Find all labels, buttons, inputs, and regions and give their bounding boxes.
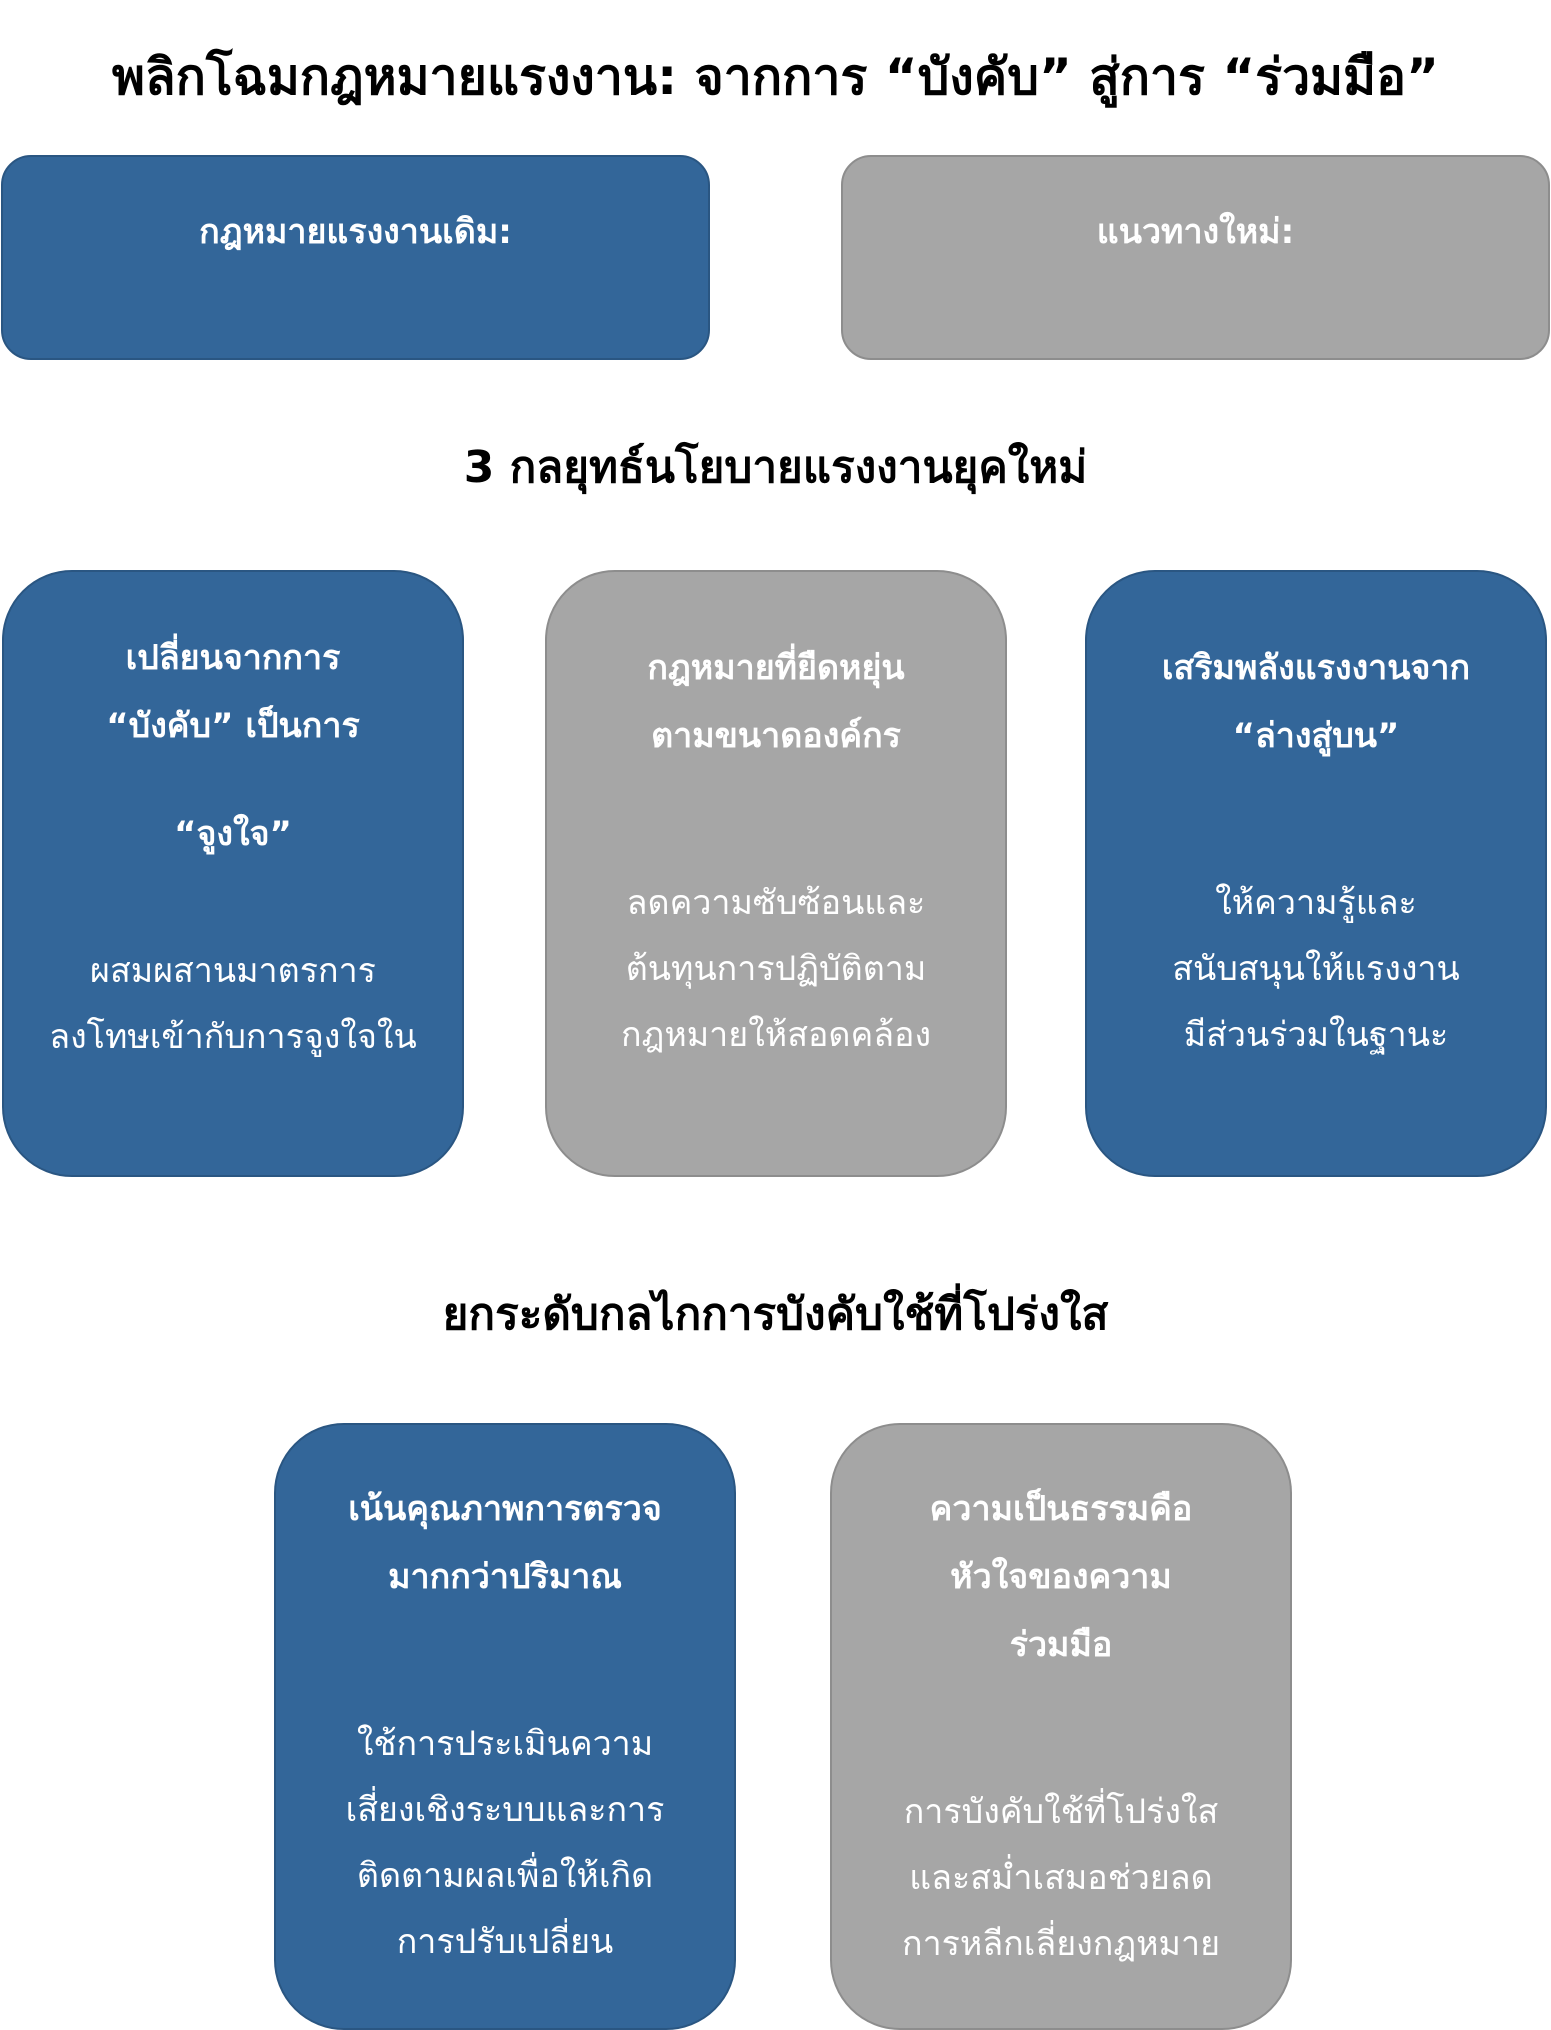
- card-title: เปลี่ยนจากการ “บังคับ” เป็นการ “จูงใจ”: [106, 624, 359, 868]
- card-body: การบังคับใช้ที่โปร่งใส และสม่ำเสมอช่วยลด…: [902, 1779, 1220, 1977]
- old-law-box: กฎหมายแรงงานเดิม:: [1, 155, 710, 360]
- enforcement-heading: ยกระดับกลไกการบังคับใช้ที่โปร่งใส: [442, 1289, 1109, 1340]
- strategy-card-bottom-up: เสริมพลังแรงงานจาก “ล่างสู่บน” ให้ความรู…: [1085, 570, 1547, 1177]
- card-title: เน้นคุณภาพการตรวจ มากกว่าปริมาณ: [348, 1475, 662, 1611]
- card-body-line: ผสมผสานมาตรการ: [90, 951, 376, 991]
- card-body: ให้ความรู้และ สนับสนุนให้แรงงาน มีส่วนร่…: [1172, 870, 1460, 1068]
- card-body-line: ลดความซับซ้อนและ: [626, 883, 926, 923]
- card-body: ผสมผสานมาตรการ ลงโทษเข้ากับการจูงใจใน: [49, 938, 416, 1070]
- card-body-line: และสม่ำเสมอช่วยลด: [909, 1858, 1213, 1898]
- page-title: พลิกโฉมกฎหมายแรงงาน: จากการ “บังคับ” สู่…: [112, 48, 1439, 106]
- card-title-line: เน้นคุณภาพการตรวจ: [348, 1489, 662, 1529]
- strategy-card-flexible-law: กฎหมายที่ยืดหยุ่น ตามขนาดองค์กร ลดความซั…: [545, 570, 1007, 1177]
- card-title-line: “จูงใจ”: [174, 814, 292, 854]
- new-approach-label: แนวทางใหม่:: [1096, 212, 1295, 252]
- card-body-line: ต้นทุนการปฏิบัติตาม: [625, 949, 927, 989]
- card-body-line: ลงโทษเข้ากับการจูงใจใน: [49, 1017, 417, 1057]
- card-title-line: “บังคับ” เป็นการ: [106, 706, 360, 746]
- card-title: กฎหมายที่ยืดหยุ่น ตามขนาดองค์กร: [647, 634, 904, 770]
- old-law-label: กฎหมายแรงงานเดิม:: [199, 212, 512, 252]
- strategy-card-incentive: เปลี่ยนจากการ “บังคับ” เป็นการ “จูงใจ” ผ…: [2, 570, 464, 1177]
- card-title-line: “ล่างสู่บน”: [1232, 716, 1400, 756]
- card-title-line: หัวใจของความ: [950, 1557, 1172, 1597]
- card-body-line: การหลีกเลี่ยงกฎหมาย: [901, 1924, 1220, 1964]
- card-title-line: มากกว่าปริมาณ: [388, 1557, 622, 1597]
- card-body-line: สนับสนุนให้แรงงาน: [1172, 949, 1460, 989]
- card-body-line: การบังคับใช้ที่โปร่งใส: [903, 1792, 1219, 1832]
- card-title-line: ตามขนาดองค์กร: [651, 716, 901, 756]
- card-body: ใช้การประเมินความ เสี่ยงเชิงระบบและการ ต…: [346, 1711, 665, 1975]
- card-body: ลดความซับซ้อนและ ต้นทุนการปฏิบัติตาม กฎห…: [621, 870, 931, 1068]
- card-title-line: ความเป็นธรรมคือ: [929, 1489, 1193, 1529]
- card-title: เสริมพลังแรงงานจาก “ล่างสู่บน”: [1162, 634, 1470, 770]
- card-body-line: มีส่วนร่วมในฐานะ: [1183, 1015, 1449, 1055]
- card-title: ความเป็นธรรมคือ หัวใจของความ ร่วมมือ: [930, 1475, 1193, 1679]
- card-body-line: การปรับเปลี่ยน: [396, 1922, 614, 1962]
- strategies-heading: 3 กลยุทธ์นโยบายแรงงานยุคใหม่: [463, 442, 1088, 493]
- new-approach-box: แนวทางใหม่:: [841, 155, 1550, 360]
- card-body-line: ให้ความรู้และ: [1215, 883, 1417, 923]
- enforcement-card-fairness: ความเป็นธรรมคือ หัวใจของความ ร่วมมือ การ…: [830, 1423, 1292, 2030]
- card-title-line: ร่วมมือ: [1009, 1625, 1113, 1665]
- card-body-line: เสี่ยงเชิงระบบและการ: [345, 1790, 665, 1830]
- card-title-line: เสริมพลังแรงงานจาก: [1161, 648, 1471, 688]
- card-title-line: เปลี่ยนจากการ: [125, 638, 341, 678]
- card-body-line: กฎหมายให้สอดคล้อง: [620, 1015, 932, 1055]
- card-title-line: กฎหมายที่ยืดหยุ่น: [647, 648, 905, 688]
- card-body-line: ใช้การประเมินความ: [356, 1724, 654, 1764]
- enforcement-card-quality: เน้นคุณภาพการตรวจ มากกว่าปริมาณ ใช้การปร…: [274, 1423, 736, 2030]
- card-body-line: ติดตามผลเพื่อให้เกิด: [356, 1856, 654, 1896]
